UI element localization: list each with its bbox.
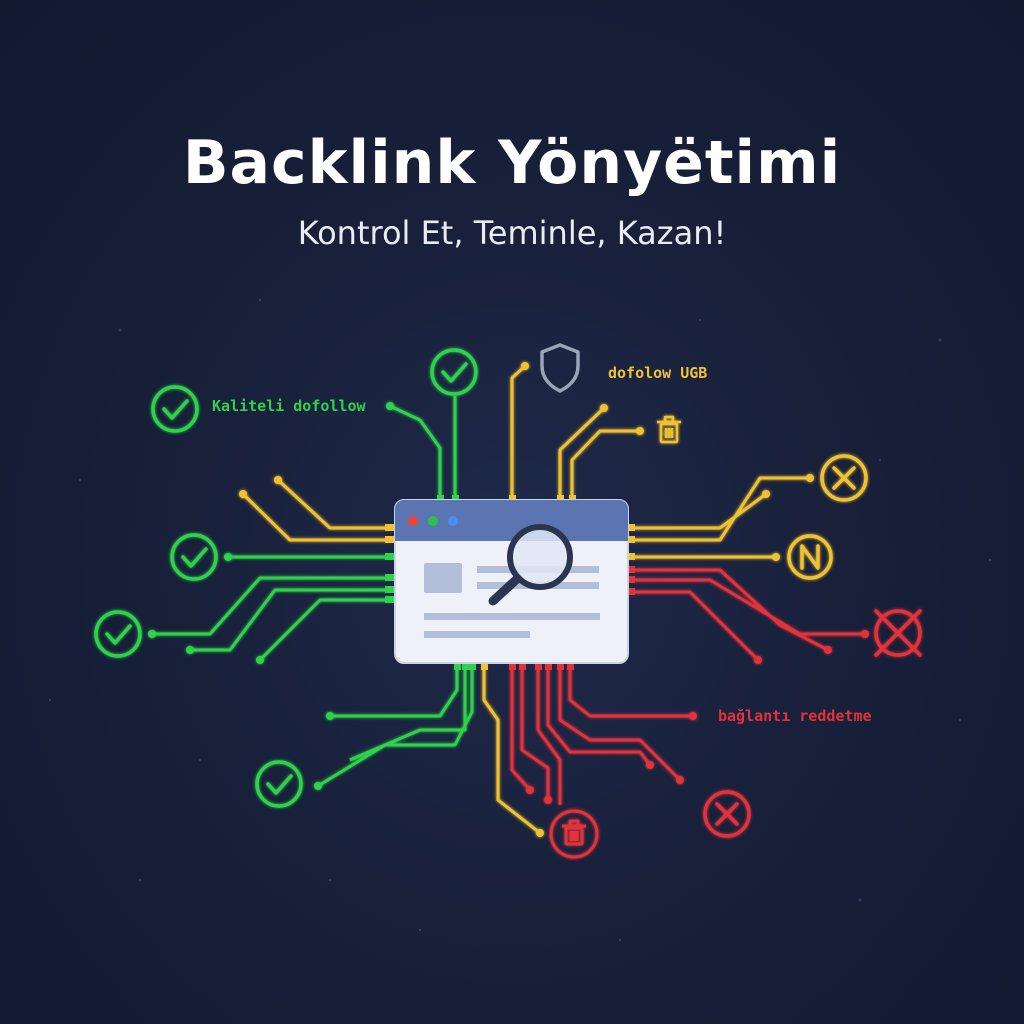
trace-yellow-6 bbox=[630, 492, 767, 530]
red-traces bbox=[510, 568, 865, 805]
check-circle-icon bbox=[170, 533, 218, 581]
green-endpoints bbox=[148, 402, 394, 790]
trash-icon bbox=[657, 415, 681, 444]
browser-window bbox=[394, 499, 629, 664]
trash-icon bbox=[549, 809, 599, 859]
trace-green-8 bbox=[317, 665, 474, 788]
trace-green-1 bbox=[389, 404, 442, 500]
green-traces bbox=[152, 396, 474, 788]
trace-green-9 bbox=[349, 665, 467, 762]
trace-green-4 bbox=[152, 576, 392, 636]
n-circle-icon bbox=[787, 534, 833, 580]
window-dot-green bbox=[428, 516, 438, 526]
trace-yellow-7 bbox=[630, 476, 810, 542]
check-circle-icon bbox=[430, 348, 478, 396]
label-link-reject: bağlantı reddetme bbox=[718, 707, 872, 725]
page-title: Backlink Yönyëtimi bbox=[182, 128, 842, 198]
trace-red-3 bbox=[630, 590, 760, 662]
text-line bbox=[424, 631, 530, 638]
trace-yellow-3 bbox=[510, 364, 527, 500]
text-line bbox=[424, 613, 600, 620]
trace-red-5 bbox=[558, 665, 682, 782]
trace-yellow-9 bbox=[482, 665, 541, 835]
red-endpoints bbox=[526, 630, 869, 804]
trace-green-6 bbox=[258, 598, 392, 662]
label-dofollow-ugb: dofolow UGB bbox=[608, 364, 707, 382]
check-circle-icon bbox=[94, 610, 142, 658]
trace-red-8 bbox=[510, 665, 532, 792]
magnifier-icon bbox=[488, 524, 573, 606]
trace-green-7 bbox=[330, 665, 459, 718]
page-subtitle: Kontrol Et, Teminle, Kazan! bbox=[297, 214, 727, 252]
browser-title-bar bbox=[395, 500, 628, 541]
yellow-traces bbox=[241, 364, 810, 835]
crossed-circle-icon bbox=[874, 609, 922, 657]
trace-yellow-1 bbox=[241, 492, 392, 542]
trace-yellow-5 bbox=[570, 429, 640, 500]
check-circle-icon bbox=[151, 385, 199, 433]
background-particles bbox=[48, 298, 992, 942]
window-dot-blue bbox=[448, 516, 458, 526]
x-circle-icon bbox=[820, 454, 868, 502]
trace-red-7 bbox=[520, 665, 550, 800]
shield-icon bbox=[540, 343, 580, 393]
image-placeholder bbox=[424, 563, 462, 593]
check-circle-icon bbox=[255, 760, 303, 808]
trace-red-9 bbox=[536, 665, 562, 805]
yellow-endpoints bbox=[239, 362, 814, 837]
trace-green-5 bbox=[190, 588, 392, 652]
x-circle-icon bbox=[703, 790, 751, 838]
trace-red-4 bbox=[568, 665, 693, 718]
trace-red-1 bbox=[630, 568, 829, 652]
window-dot-red bbox=[408, 516, 418, 526]
trace-yellow-2 bbox=[276, 478, 392, 530]
trace-red-2 bbox=[630, 578, 865, 636]
browser-pins bbox=[385, 495, 635, 670]
trace-yellow-4 bbox=[558, 406, 606, 500]
trace-red-6 bbox=[546, 665, 652, 766]
label-quality-dofollow: Kaliteli dofollow bbox=[212, 397, 366, 415]
